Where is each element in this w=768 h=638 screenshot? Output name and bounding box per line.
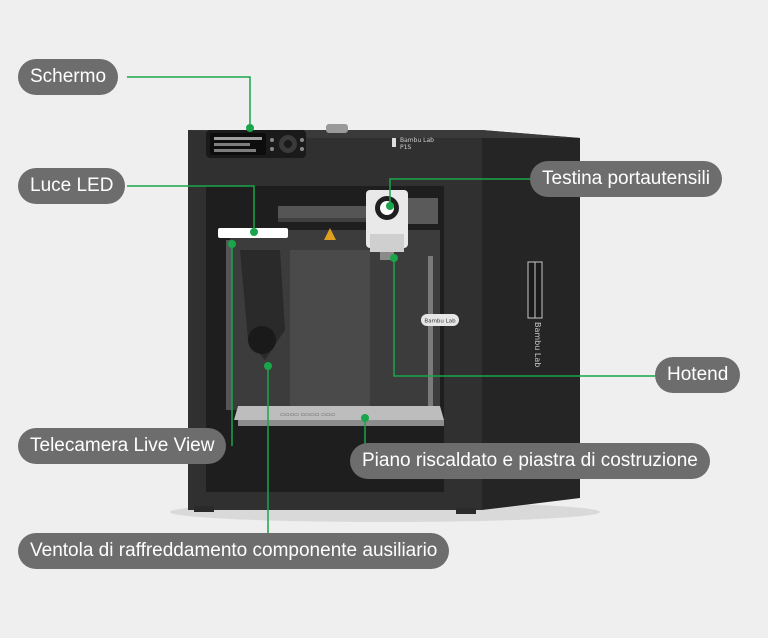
dot-bed (361, 414, 369, 422)
display-button (270, 138, 274, 142)
dot-toolhead (386, 202, 394, 210)
display-dial-center (284, 140, 292, 148)
callout-screen: Schermo (18, 59, 119, 95)
side-logo-icon (527, 261, 543, 319)
leader-toolhead (389, 178, 530, 206)
display-button (300, 147, 304, 151)
z-rod-right (428, 256, 433, 406)
gantry-rail-shadow (278, 218, 438, 222)
callout-toolhead: Testina portautensili (530, 161, 722, 197)
callout-leaders (127, 76, 655, 535)
display-line (214, 143, 250, 146)
display-button (270, 147, 274, 151)
dot-screen (246, 124, 254, 132)
door-tag-text: Bambu Lab (424, 319, 456, 325)
callout-hotend: Hotend (655, 357, 741, 393)
top-knob (326, 124, 348, 133)
dot-camera (228, 240, 236, 248)
callout-fan: Ventola di raffreddamento componente aus… (18, 533, 450, 569)
callout-bed: Piano riscaldato e piastra di costruzion… (350, 443, 710, 479)
build-plate (234, 406, 444, 420)
toolhead-bracket (408, 198, 438, 224)
build-plate-print: ▭▭▭▭ ▭▭▭▭ ▭▭▭ (280, 412, 335, 418)
display-button (300, 138, 304, 142)
side-logo-text: Bambu Lab (533, 322, 542, 367)
leader-screen (127, 76, 251, 128)
callout-dots (228, 124, 398, 422)
top-badge-line2: P1S (400, 144, 411, 151)
aux-fan-face (248, 326, 276, 354)
nozzle (380, 252, 394, 260)
toolhead-lower (370, 234, 404, 252)
leader-led (127, 185, 255, 232)
dot-hotend (390, 254, 398, 262)
build-plate-edge (238, 420, 444, 426)
dot-led (250, 228, 258, 236)
z-rod-left (226, 240, 232, 410)
printer-foot (194, 506, 214, 512)
brand-mark-icon (392, 138, 396, 147)
top-badge-line1: Bambu Lab (400, 137, 434, 144)
door-tag (421, 314, 459, 326)
warning-sticker (324, 228, 336, 240)
display-line (214, 149, 256, 152)
dot-fan (264, 362, 272, 370)
display-line (214, 137, 262, 140)
callout-led: Luce LED (18, 168, 126, 204)
callout-camera: Telecamera Live View (18, 428, 227, 464)
back-wall-lit (290, 250, 370, 410)
leader-hotend (393, 258, 655, 377)
printer-foot (456, 508, 476, 514)
printer-side-panel (482, 130, 580, 510)
